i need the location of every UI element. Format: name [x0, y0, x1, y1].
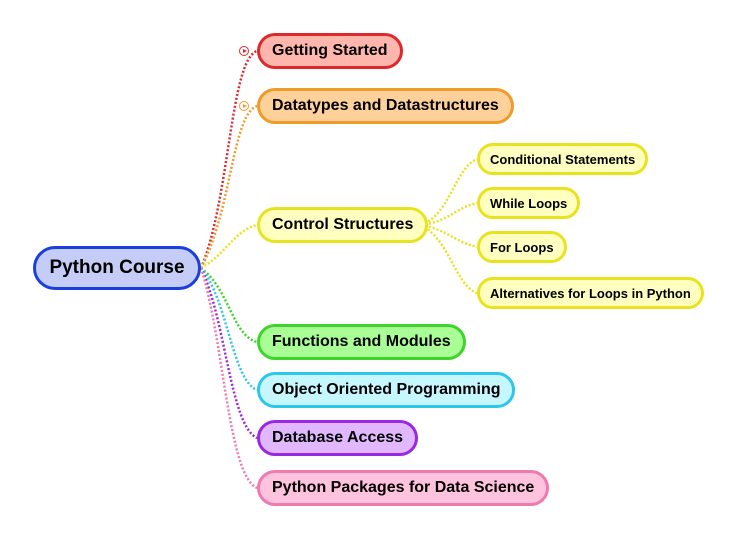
connector-control-structures: [200, 223, 258, 270]
topic-functions-and-modules[interactable]: Functions and Modules: [257, 324, 466, 360]
connector-for: [420, 223, 478, 249]
play-circle-icon[interactable]: [239, 101, 249, 111]
connector-alternatives: [420, 223, 478, 295]
topic-control-structures[interactable]: Control Structures: [257, 207, 429, 243]
connector-database: [199, 267, 258, 440]
subtopic-conditional-statements[interactable]: Conditional Statements: [477, 143, 649, 175]
root-node-python-course[interactable]: Python Course: [33, 246, 201, 290]
subtopic-while-loops[interactable]: While Loops: [477, 187, 581, 219]
connector-functions: [200, 267, 258, 344]
connector-conditional: [420, 157, 478, 227]
topic-getting-started[interactable]: Getting Started: [257, 33, 403, 69]
topic-python-packages[interactable]: Python Packages for Data Science: [257, 470, 550, 506]
connector-datatypes: [199, 104, 258, 269]
play-circle-icon[interactable]: [239, 46, 249, 56]
connector-packages: [199, 267, 258, 490]
topic-database-access[interactable]: Database Access: [257, 420, 419, 456]
topic-datatypes[interactable]: Datatypes and Datastructures: [257, 88, 514, 124]
subtopic-for-loops[interactable]: For Loops: [477, 231, 567, 263]
connector-getting-started: [199, 49, 258, 269]
subtopic-alternatives-for-loops[interactable]: Alternatives for Loops in Python: [477, 277, 704, 309]
topic-object-oriented-programming[interactable]: Object Oriented Programming: [257, 372, 516, 408]
